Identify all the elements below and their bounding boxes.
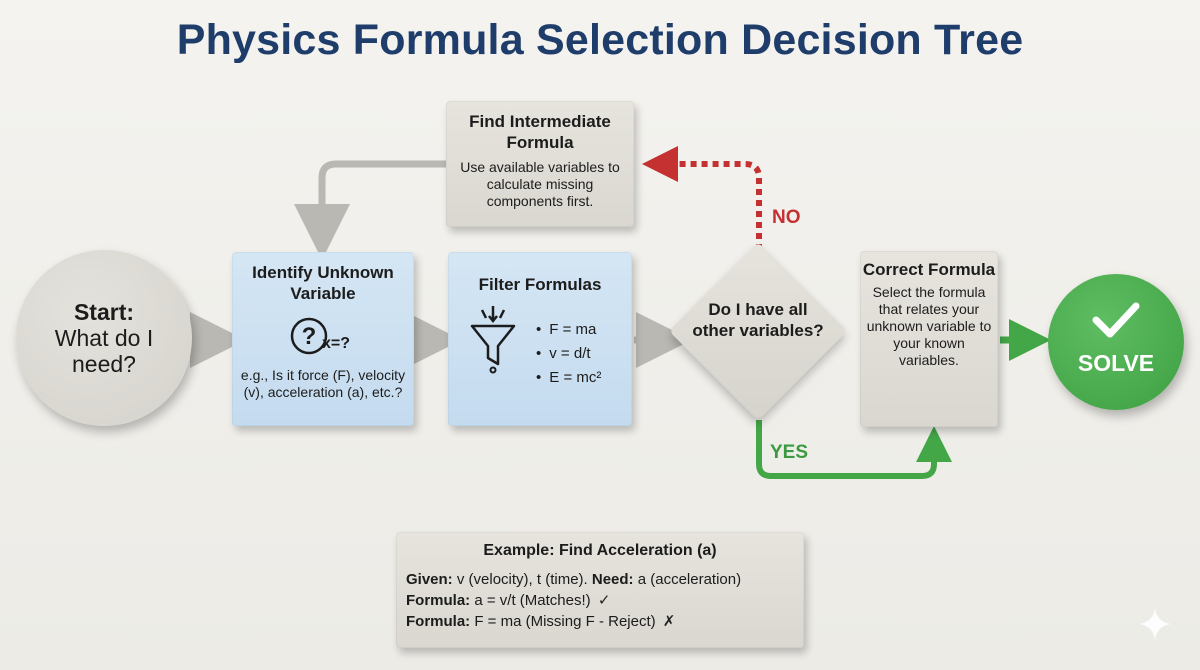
formula-list: F = ma v = d/t E = mc² bbox=[536, 318, 601, 390]
formula-item: v = d/t bbox=[536, 342, 601, 366]
check-mark-icon: ✓ bbox=[597, 592, 611, 609]
example-formula-reject-row: Formula: F = ma (Missing F - Reject) ✗ bbox=[406, 611, 794, 632]
identify-unknown-box: Identify Unknown Variable ? x=? e.g., Is… bbox=[232, 252, 414, 426]
filter-formulas-box: Filter Formulas F = ma v = d/t E = mc² bbox=[448, 252, 632, 426]
yes-label: YES bbox=[770, 442, 809, 463]
arrow-yes-path bbox=[756, 420, 952, 479]
example-title: Example: Find Acceleration (a) bbox=[483, 542, 717, 559]
start-question: What do I need? bbox=[54, 325, 154, 377]
example-formula-match-row: Formula: a = v/t (Matches!) ✓ bbox=[406, 590, 794, 611]
filter-title: Filter Formulas bbox=[478, 275, 602, 294]
need-text: a (acceleration) bbox=[637, 571, 742, 588]
funnel-icon bbox=[470, 306, 516, 374]
solve-node: SOLVE bbox=[1048, 274, 1184, 410]
start-label: Start: bbox=[73, 299, 135, 325]
arrow-no-path bbox=[642, 146, 762, 250]
decision-question: Do I have all other variables? bbox=[692, 300, 824, 340]
given-text: v (velocity), t (time). bbox=[456, 571, 588, 588]
intermediate-title: Find Intermediate Formula bbox=[469, 112, 611, 152]
example-box: Example: Find Acceleration (a) Given: v … bbox=[396, 532, 804, 648]
page-title: Physics Formula Selection Decision Tree bbox=[176, 16, 1024, 64]
formula-item: F = ma bbox=[536, 318, 601, 342]
given-label: Given: bbox=[406, 571, 453, 588]
formula-label: Formula: bbox=[406, 613, 471, 630]
formula-reject-text: F = ma (Missing F - Reject) bbox=[474, 613, 656, 630]
unknown-variable-symbol: x=? bbox=[322, 335, 350, 352]
check-icon bbox=[1092, 302, 1140, 338]
formula-label: Formula: bbox=[406, 592, 471, 609]
start-node: Start: What do I need? bbox=[16, 250, 192, 426]
example-given-row: Given: v (velocity), t (time). Need: a (… bbox=[406, 569, 794, 590]
unknown-variable-icon: ? x=? bbox=[290, 317, 350, 355]
formula-match-text: a = v/t (Matches!) bbox=[474, 592, 591, 609]
formula-item: E = mc² bbox=[536, 366, 601, 390]
arrow-intermediate-to-identify bbox=[294, 160, 446, 260]
identify-title: Identify Unknown Variable bbox=[252, 263, 394, 303]
svg-text:?: ? bbox=[302, 323, 317, 350]
intermediate-description: Use available variables to calculate mis… bbox=[460, 159, 620, 209]
intermediate-formula-box: Find Intermediate Formula Use available … bbox=[446, 101, 634, 227]
identify-description: e.g., Is it force (F), velocity (v), acc… bbox=[240, 367, 406, 400]
solve-label: SOLVE bbox=[1077, 350, 1155, 376]
cross-mark-icon: ✗ bbox=[662, 613, 676, 630]
sparkle-icon bbox=[1139, 608, 1171, 640]
no-label: NO bbox=[772, 207, 801, 228]
correct-title: Correct Formula bbox=[862, 260, 996, 279]
correct-description: Select the formula that relates your unk… bbox=[866, 284, 992, 368]
correct-formula-box: Correct Formula Select the formula that … bbox=[860, 251, 998, 427]
need-label: Need: bbox=[591, 571, 634, 588]
